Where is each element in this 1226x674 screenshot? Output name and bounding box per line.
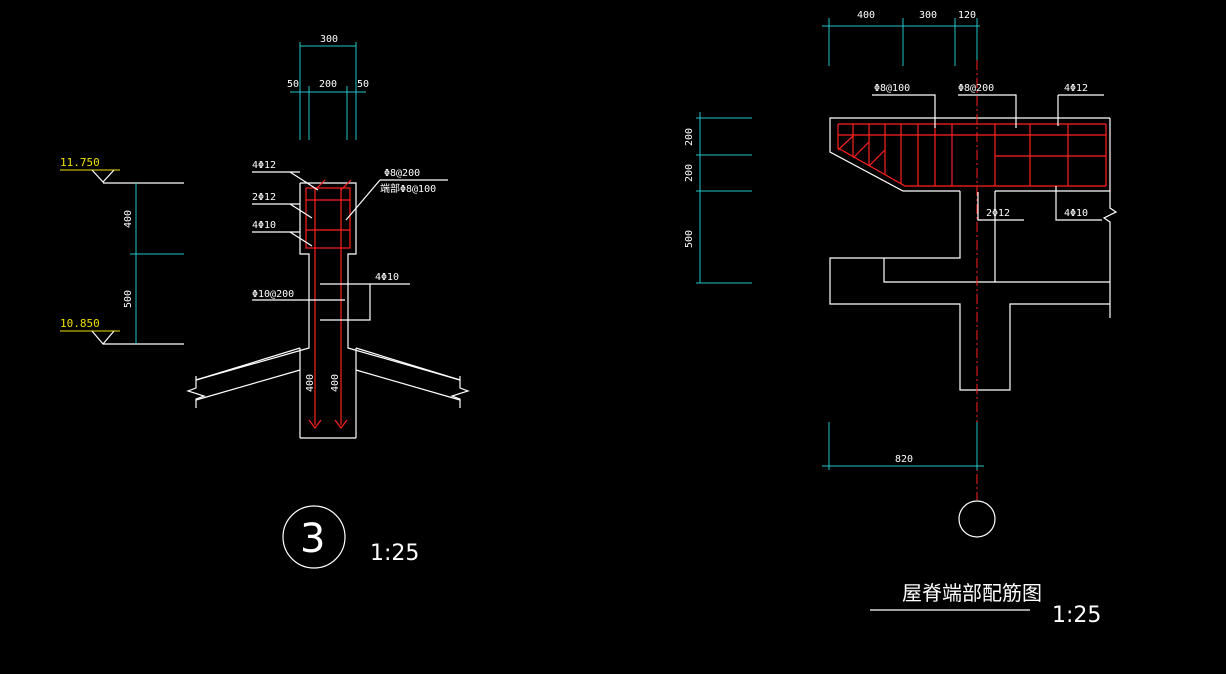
label-4phi10: 4Φ10 — [252, 220, 276, 231]
elevation-bottom: 10.850 — [60, 317, 100, 330]
section-number: 3 — [300, 516, 325, 562]
label-phi8-200: Φ8@200 — [958, 83, 994, 94]
axis-bubble — [958, 500, 996, 538]
detail-title: 屋脊端部配筋图 1:25 — [870, 581, 1101, 628]
vdim-200-b: 200 — [684, 164, 695, 182]
section-mark: 3 1:25 — [282, 505, 419, 569]
label-phi10-200: Φ10@200 — [252, 289, 294, 300]
dim-300-top: 300 — [919, 10, 937, 21]
left-rebar-labels: 4Φ12 2Φ12 4Φ10 Φ8@200 端部Φ8@100 4Φ10 Φ10@… — [252, 160, 448, 392]
right-vertical-dimensions: 200 200 500 — [684, 112, 752, 284]
right-rebar-labels: Φ8@100 Φ8@200 4Φ12 2Φ12 4Φ10 — [872, 83, 1104, 221]
elevation-top: 11.750 — [60, 156, 100, 169]
elevation-markers: 11.750 10.850 400 500 — [60, 156, 184, 345]
right-rebar — [837, 60, 1107, 500]
dim-200: 200 — [319, 79, 337, 90]
title-text: 屋脊端部配筋图 — [902, 581, 1042, 605]
label-4phi12: 4Φ12 — [252, 160, 276, 171]
anchor-400-right: 400 — [330, 374, 341, 392]
label-phi8-100: Φ8@100 — [874, 83, 910, 94]
dim-120-top: 120 — [958, 10, 976, 21]
right-top-dimensions: 400 300 120 — [822, 10, 980, 66]
beam-column-outline — [186, 182, 470, 439]
vdim-200-a: 200 — [684, 128, 695, 146]
label-4phi10: 4Φ10 — [1064, 208, 1088, 219]
vdim-500: 500 — [684, 230, 695, 248]
label-2phi12: 2Φ12 — [986, 208, 1010, 219]
left-scale: 1:25 — [370, 541, 419, 566]
vdim-500: 500 — [123, 290, 134, 308]
ridge-beam-outline — [829, 117, 1118, 391]
dim-820: 820 — [895, 454, 913, 465]
right-ridge-end-detail: 400 300 120 200 200 500 — [684, 10, 1118, 628]
label-2phi12: 2Φ12 — [252, 192, 276, 203]
dim-50-left: 50 — [287, 79, 299, 90]
left-section-detail: 300 50 200 50 11.750 10.850 400 500 — [60, 34, 470, 569]
label-column-4phi10: 4Φ10 — [375, 272, 399, 283]
vdim-400: 400 — [123, 210, 134, 228]
anchor-400-left: 400 — [305, 374, 316, 392]
label-4phi12: 4Φ12 — [1064, 83, 1088, 94]
right-bottom-dimension: 820 — [822, 422, 984, 470]
label-phi8-200: Φ8@200 — [384, 168, 420, 179]
left-rebar — [305, 179, 352, 429]
dim-400-top: 400 — [857, 10, 875, 21]
left-top-dimensions: 300 50 200 50 — [287, 34, 369, 140]
right-scale: 1:25 — [1052, 603, 1101, 628]
dim-300: 300 — [320, 34, 338, 45]
dim-50-right: 50 — [357, 79, 369, 90]
label-phi8-100: 端部Φ8@100 — [380, 182, 436, 195]
